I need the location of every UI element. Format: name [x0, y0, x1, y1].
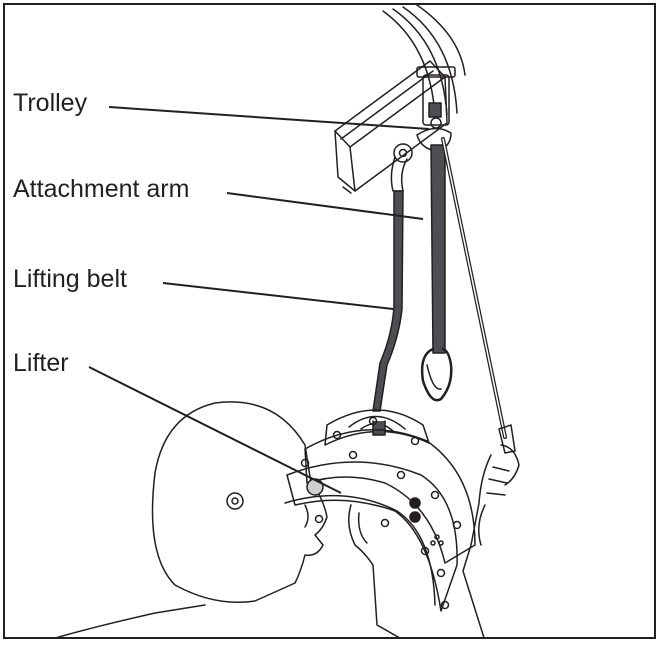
label-attachment-arm: Attachment arm: [13, 177, 189, 202]
control-cord: [443, 139, 515, 453]
lifter-device: [285, 410, 475, 611]
leader-line-lifter: [89, 367, 341, 493]
label-trolley: Trolley: [13, 91, 87, 116]
leader-line-lifting-belt: [163, 283, 393, 309]
label-lifting-belt: Lifting belt: [13, 267, 127, 292]
attachment-arm-strap: [422, 145, 451, 400]
lifting-belt: [373, 191, 403, 411]
illustration: [5, 5, 656, 639]
operator-head: [45, 402, 327, 639]
lifter-diagram: Trolley Attachment arm Lifting belt Lift…: [3, 3, 656, 639]
trolley: [417, 67, 455, 151]
label-lifter: Lifter: [13, 351, 69, 376]
